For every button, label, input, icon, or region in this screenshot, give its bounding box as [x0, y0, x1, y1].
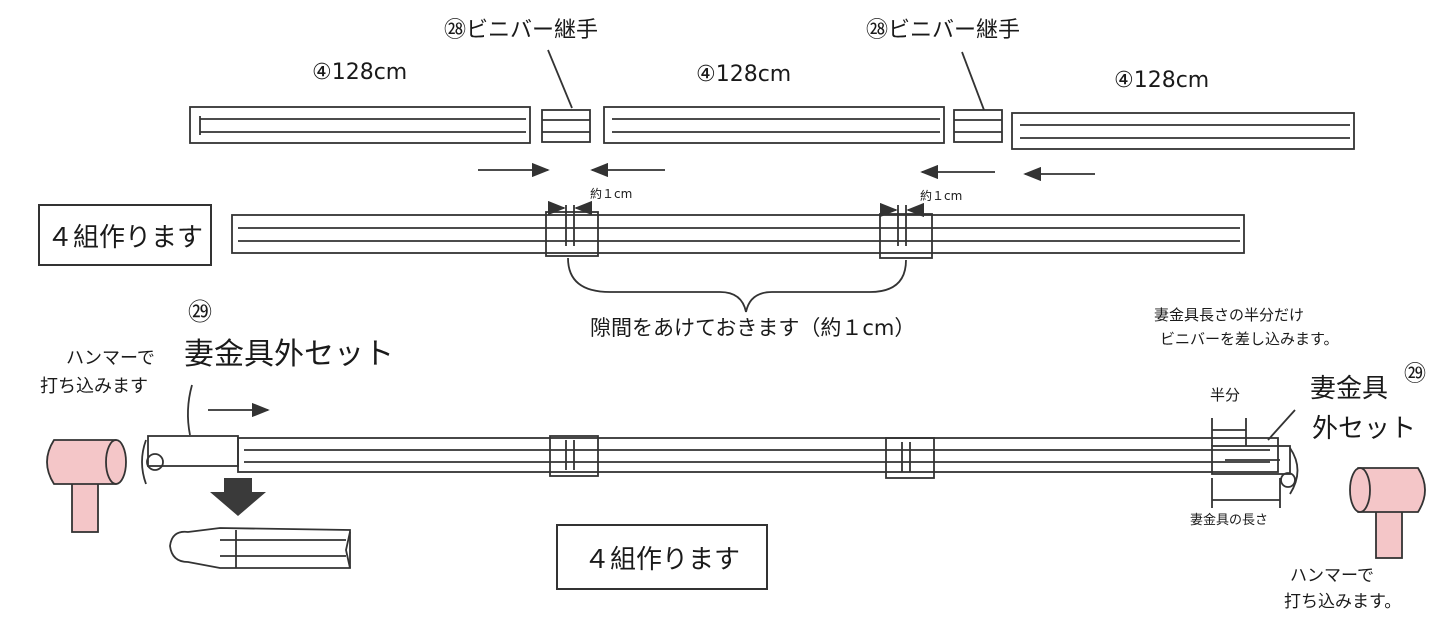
hammer-icon-left: [46, 439, 127, 533]
down-arrow-icon: [210, 478, 266, 516]
bar-2: [603, 106, 945, 144]
insert-note-1: 妻金具長さの半分だけ: [1154, 306, 1305, 324]
part-length-3: ④128cm: [1114, 68, 1210, 93]
assembled-bar-bottom: [237, 435, 1279, 479]
gap-note: 隙間をあけておきます（約１cm）: [590, 316, 916, 340]
joint-2-part: [953, 109, 1003, 143]
joint-label-2: ㉘ビニバー継手: [866, 18, 1021, 43]
hammer-note-left-2: 打ち込みます: [40, 376, 148, 397]
item29-name-left: 妻金具外セット: [184, 337, 394, 372]
insert-note-2: ビニバーを差し込みます。: [1160, 330, 1339, 348]
gap-brace: [567, 257, 907, 313]
item29-num-left: ㉙: [188, 298, 212, 326]
left-note-leader: [187, 384, 193, 436]
item29-name-right-2: 外セット: [1312, 414, 1417, 444]
right-fitting-leader: [1267, 409, 1296, 441]
half-label: 半分: [1210, 386, 1241, 404]
gap-label-2: 約１cm: [920, 189, 963, 203]
part-length-1: ④128cm: [312, 60, 408, 85]
bar-3: [1011, 112, 1355, 150]
part-length-2: ④128cm: [696, 62, 792, 87]
make-four-label-top: ４組作ります: [38, 204, 212, 266]
hammer-note-right-2: 打ち込みます。: [1284, 592, 1402, 612]
fitting-detail: [169, 527, 351, 569]
item29-num-right: ㉙: [1404, 362, 1427, 387]
hammer-icon-right: [1349, 467, 1426, 559]
joint-1-part: [541, 109, 591, 143]
gap-label-1: 約１cm: [590, 187, 633, 201]
make-four-label-bottom: ４組作ります: [556, 524, 768, 590]
hammer-note-right-1: ハンマーで: [1290, 566, 1374, 586]
joint-2-leader: [961, 51, 985, 111]
bar-1: [189, 106, 531, 144]
end-fitting-left: [141, 435, 239, 485]
item29-name-right-1: 妻金具: [1310, 374, 1389, 404]
hammer-note-left-1: ハンマーで: [66, 348, 155, 369]
fitting-length-label: 妻金具の長さ: [1190, 513, 1269, 528]
joint-1-leader: [547, 49, 573, 109]
joint-label-1: ㉘ビニバー継手: [444, 18, 599, 43]
assembled-bar-top: [231, 205, 1245, 259]
end-fitting-right: [1211, 445, 1299, 495]
